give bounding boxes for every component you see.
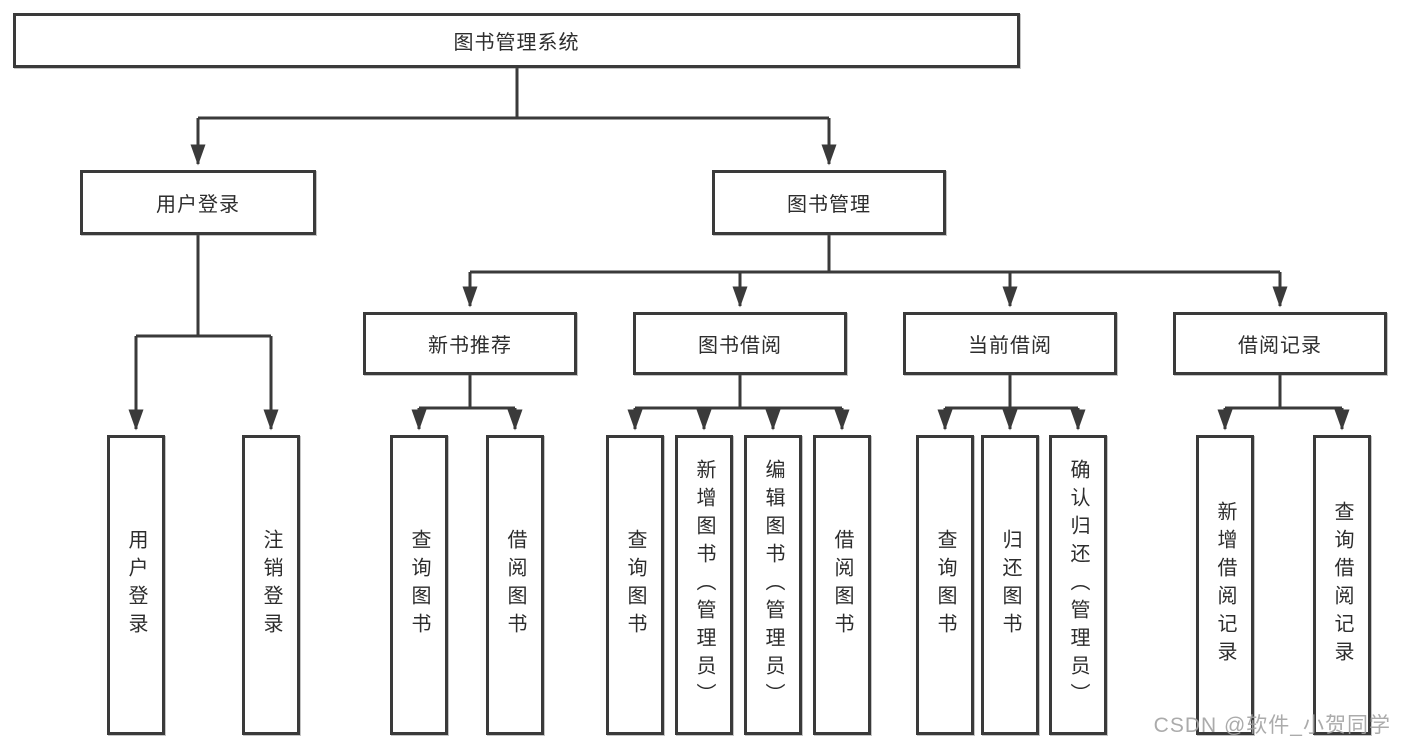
- leaf-return-books: 归还图书: [981, 435, 1039, 735]
- group-new-book-recommendation: 新书推荐: [363, 312, 577, 375]
- branch-book-management-label: 图书管理: [787, 194, 871, 216]
- group-book-borrowing: 图书借阅: [633, 312, 847, 375]
- leaf-query-books-recommend: 查询图书: [390, 435, 448, 735]
- root-node-label: 图书管理系统: [453, 32, 580, 54]
- branch-user-login-label: 用户登录: [156, 194, 240, 216]
- leaf-borrow-books: 借阅图书: [813, 435, 871, 735]
- leaf-query-books-borrow: 查询图书: [606, 435, 664, 735]
- group-borrowing-records: 借阅记录: [1173, 312, 1387, 375]
- leaf-query-books-current-label: 查询图书: [934, 529, 956, 641]
- group-book-borrowing-label: 图书借阅: [698, 335, 782, 357]
- leaf-user-login: 用户登录: [107, 435, 165, 735]
- leaf-confirm-return-admin-label: 确认归还（管理员）: [1067, 459, 1089, 711]
- leaf-return-books-label: 归还图书: [999, 529, 1021, 641]
- leaf-borrow-books-label: 借阅图书: [831, 529, 853, 641]
- leaf-query-borrow-record: 查询借阅记录: [1313, 435, 1371, 735]
- root-node-library-system: 图书管理系统: [13, 13, 1020, 68]
- leaf-borrow-books-recommend: 借阅图书: [486, 435, 544, 735]
- leaf-borrow-books-recommend-label: 借阅图书: [504, 529, 526, 641]
- group-current-borrowing-label: 当前借阅: [968, 335, 1052, 357]
- branch-book-management: 图书管理: [712, 170, 946, 235]
- leaf-edit-book-admin: 编辑图书（管理员）: [744, 435, 802, 735]
- leaf-query-books-borrow-label: 查询图书: [624, 529, 646, 641]
- leaf-add-book-admin: 新增图书（管理员）: [675, 435, 733, 735]
- group-borrowing-records-label: 借阅记录: [1238, 335, 1322, 357]
- leaf-query-books-recommend-label: 查询图书: [408, 529, 430, 641]
- leaf-logout-label: 注销登录: [260, 529, 282, 641]
- csdn-watermark: CSDN @软件_小贺同学: [1153, 714, 1391, 737]
- leaf-user-login-label: 用户登录: [125, 529, 147, 641]
- leaf-query-borrow-record-label: 查询借阅记录: [1331, 501, 1353, 669]
- leaf-logout: 注销登录: [242, 435, 300, 735]
- leaf-add-book-admin-label: 新增图书（管理员）: [693, 459, 715, 711]
- leaf-add-borrow-record-label: 新增借阅记录: [1214, 501, 1236, 669]
- group-new-book-recommendation-label: 新书推荐: [428, 335, 512, 357]
- leaf-confirm-return-admin: 确认归还（管理员）: [1049, 435, 1107, 735]
- branch-user-login: 用户登录: [80, 170, 316, 235]
- leaf-query-books-current: 查询图书: [916, 435, 974, 735]
- leaf-edit-book-admin-label: 编辑图书（管理员）: [762, 459, 784, 711]
- leaf-add-borrow-record: 新增借阅记录: [1196, 435, 1254, 735]
- group-current-borrowing: 当前借阅: [903, 312, 1117, 375]
